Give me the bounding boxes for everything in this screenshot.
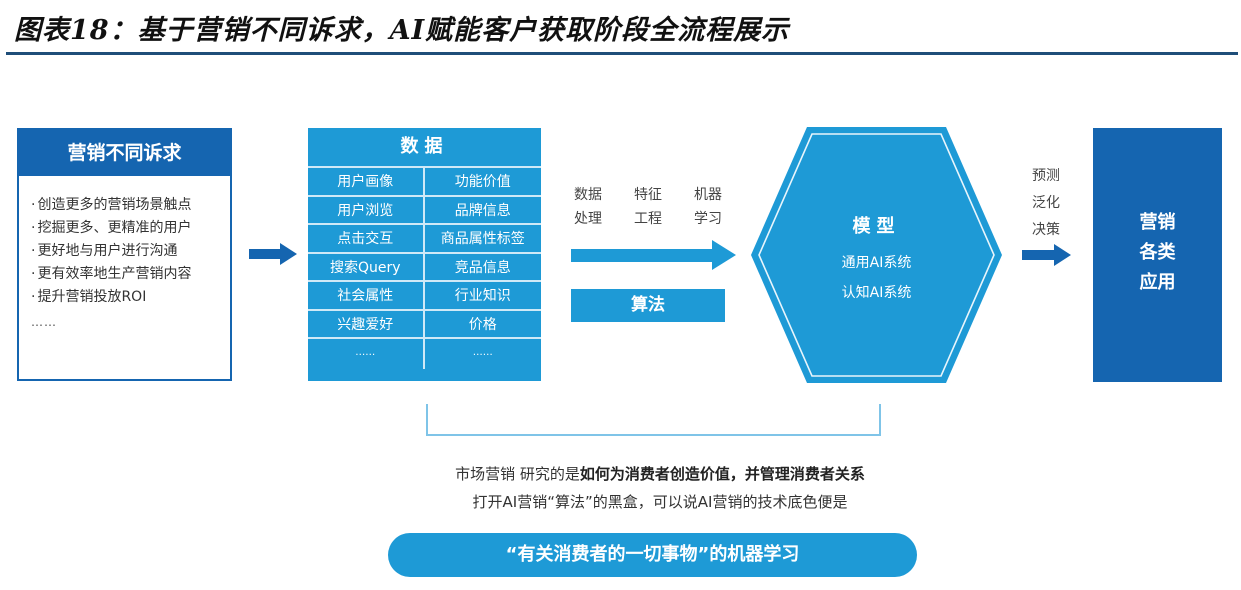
step-label: 特征 [634,187,662,203]
marketing-needs-box: 营销不同诉求 创造更多的营销场景触点 挖掘更多、更精准的用户 更好地与用户进行沟… [17,128,232,381]
applications-label: 各类 [1139,242,1176,263]
caption-bold: 如何为消费者创造价值，并管理消费者关系 [579,465,865,483]
list-item: 更好地与用户进行沟通 [31,240,230,263]
marketing-needs-list: 创造更多的营销场景触点 挖掘更多、更精准的用户 更好地与用户进行沟通 更有效率地… [19,176,230,309]
data-cell: 竞品信息 [424,254,541,282]
algorithm-label: 算法 [571,289,725,322]
title-divider [6,52,1238,55]
machine-learning-pill: “有关消费者的一切事物”的机器学习 [388,533,917,577]
step-feature-engineering: 特征 工程 [628,183,668,231]
data-cell: 用户浏览 [308,196,425,225]
list-item: 更有效率地生产营销内容 [31,263,230,286]
data-cell: 价格 [424,311,541,339]
data-cell: 点击交互 [308,225,425,254]
marketing-applications-box: 营销 各类 应用 [1093,128,1222,382]
model-text: 模型 通用AI系统 认知AI系统 [751,127,1002,383]
caption-line-2: 打开AI营销“算法”的黑盒，可以说AI营销的技术底色便是 [472,493,848,511]
caption-plain: 市场营销 研究的是 [455,465,580,483]
step-label: 处理 [574,211,602,227]
data-cell: 兴趣爱好 [308,310,425,339]
ellipsis: …… [31,315,57,329]
model-outputs: 预测 泛化 决策 [1024,163,1068,244]
output-label: 预测 [1032,168,1060,184]
marketing-needs-header: 营销不同诉求 [19,130,230,176]
data-cell: 商品属性标签 [424,225,541,254]
applications-label: 应用 [1139,272,1176,293]
arrow-right-icon [1022,244,1072,266]
data-cell: 品牌信息 [424,197,541,225]
figure-title: 图表18：基于营销不同诉求，AI赋能客户获取阶段全流程展示 [14,15,790,46]
data-cell: 用户画像 [308,168,425,197]
output-label: 泛化 [1032,195,1060,211]
model-item: 认知AI系统 [841,285,912,301]
data-cell: 行业知识 [424,282,541,311]
step-label: 工程 [634,211,662,227]
data-cell: …… [472,347,493,358]
algorithm-steps: 数据 处理 特征 工程 机器 学习 [568,183,728,231]
model-item: 通用AI系统 [841,255,912,271]
data-cell: 社会属性 [308,282,425,311]
list-item: 创造更多的营销场景触点 [31,194,230,217]
bracket-connector [426,404,881,436]
data-table: 数据 用户画像 功能价值 用户浏览 品牌信息 点击交互 商品属性标签 搜索Que… [308,128,541,381]
list-item: 提升营销投放ROI [31,286,230,309]
step-label: 数据 [574,187,602,203]
output-label: 决策 [1032,222,1060,238]
data-cell: 搜索Query [308,253,425,282]
model-hexagon [751,127,1002,383]
step-machine-learning: 机器 学习 [688,183,728,231]
data-cell: 功能价值 [424,168,541,197]
step-label: 学习 [694,211,722,227]
caption-line-1: 市场营销 研究的是如何为消费者创造价值，并管理消费者关系 [400,463,920,484]
list-item: 挖掘更多、更精准的用户 [31,217,230,240]
applications-label: 营销 [1139,212,1176,233]
data-header: 数据 [308,128,541,168]
model-title: 模型 [852,216,901,237]
arrow-right-icon [571,240,736,270]
arrow-right-icon [249,243,297,265]
data-cell: …… [308,339,425,369]
step-data-processing: 数据 处理 [568,183,608,231]
step-label: 机器 [694,187,722,203]
